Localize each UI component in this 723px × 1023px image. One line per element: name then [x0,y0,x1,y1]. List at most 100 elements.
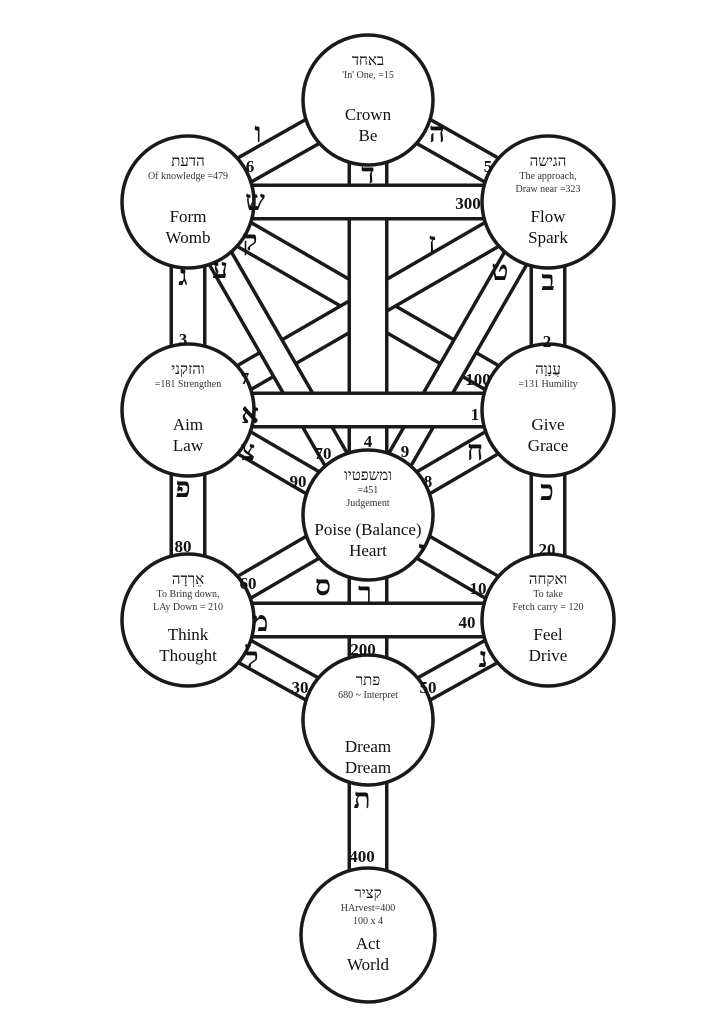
node-subtitle: =131 Humility [518,379,577,390]
node-circle [120,552,256,688]
node-hebrew: באחד [352,53,384,69]
path-number: 9 [401,442,410,461]
node-subtitle: 100 x 4 [353,916,383,927]
node-name: Poise (Balance) [314,520,421,539]
path-letter: מ [252,607,269,638]
node-name: Crown [345,105,392,124]
node-circle [120,342,256,478]
path-letter: ו [254,118,261,149]
node-subtitle: The approach, [519,171,576,182]
node-subtitle: HArvest=400 [341,903,396,914]
path-letter: ה [429,118,445,149]
node-name: Form [170,207,207,226]
node-hebrew: פתר [356,673,381,689]
node-hebrew: קציר [354,886,381,902]
path-letter: ל [244,643,258,674]
node-name: Aim [173,415,203,434]
node-name: Think [168,625,209,644]
node-circle [480,342,616,478]
node-hebrew: עֲנָוָה [535,362,561,378]
node-hebrew: הגישה [530,154,567,170]
node-name: Feel [533,625,563,644]
node-subtitle: To take [533,589,563,600]
path-number: 1 [471,405,480,424]
path-letter: י [418,536,425,567]
node-name: Law [173,436,204,455]
node-name: Drive [529,646,568,665]
path-number: 8 [424,472,433,491]
path-letter: צ [241,436,256,467]
path-letter: כ [540,476,554,507]
node-circle [120,134,256,270]
path-labels-layer: ק100ז7ע70ט9ו6ה5צ90ח8ס60י10ל30נ50ג3ב2פ80כ… [175,118,556,866]
node-subtitle: 680 ~ Interpret [338,690,398,701]
path-letter: ב [541,266,555,297]
node-circle [301,653,435,787]
path-letter: פ [175,473,190,504]
path-letter: ר [358,578,372,609]
node-name: Dream [345,737,391,756]
path-number: 70 [315,444,332,463]
path-number: 90 [290,472,307,491]
path-letter: ח [467,436,484,467]
node-hebrew: הדעת [171,154,204,170]
node-name: Give [531,415,564,434]
path-number: 50 [420,678,437,697]
node-think: אֵרְדָהTo Bring down,LAy Down = 210Think… [120,552,256,688]
node-circle [299,866,437,1004]
path-number: 20 [539,540,556,559]
path-letter: ש [245,186,265,217]
node-hebrew: והזקני [171,362,205,378]
path-letter: נ [478,643,487,674]
path-letter: ט [492,256,509,287]
path-letter: ת [353,784,370,815]
path-number: 400 [349,847,375,866]
path-number: 60 [240,574,257,593]
node-hebrew: אֵרְדָה [172,572,204,588]
node-name: Dream [345,758,391,777]
node-name: Grace [528,436,569,455]
node-name: Act [356,934,381,953]
path-letter: ד [361,159,374,190]
path-number: 80 [175,537,192,556]
node-subtitle: Draw near =323 [515,184,580,195]
path-letter: ג [178,261,187,292]
path-letter: ז [428,228,436,259]
path-number: 4 [364,432,373,451]
node-hebrew: ומשפטיו [344,468,392,484]
node-circle [480,552,616,688]
path-letter: ק [243,226,258,257]
path-number: 10 [470,579,487,598]
path-number: 300 [455,194,481,213]
node-name: World [347,955,390,974]
node-subtitle: Fetch carry = 120 [513,602,584,613]
node-subtitle: Of knowledge =479 [148,171,228,182]
path-number: 100 [465,370,491,389]
path-number: 5 [484,157,493,176]
path-number: 6 [246,157,255,176]
node-hebrew: ואקחה [529,572,567,588]
path-number: 3 [179,330,188,349]
node-subtitle: =181 Strengthen [155,379,221,390]
node-subtitle: To Bring down, [157,589,220,600]
path-number: 30 [292,678,309,697]
node-name: Heart [349,541,387,560]
node-subtitle: Judgement [346,498,390,509]
path-number: 7 [241,369,250,388]
path-number: 2 [543,332,552,351]
node-subtitle: =451 [358,485,379,496]
path-letter: ס [315,571,331,602]
path-number: 200 [350,640,376,659]
